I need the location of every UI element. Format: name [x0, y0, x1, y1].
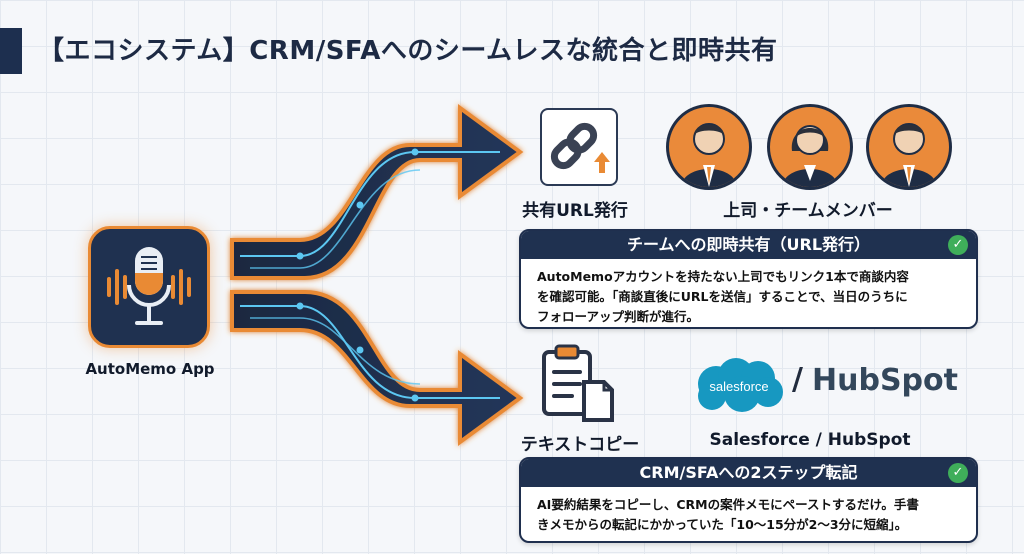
- person-icon: [782, 125, 838, 187]
- clipboard-copy-icon: [538, 342, 618, 424]
- team-label: 上司・チームメンバー: [723, 201, 893, 221]
- app-label: AutoMemo App: [85, 360, 215, 378]
- person-icon: [681, 123, 737, 187]
- card-title: CRM/SFAへの2ステップ転記 ✓: [521, 459, 976, 487]
- person-icon: [881, 123, 937, 187]
- manager-avatar: [666, 104, 752, 190]
- salesforce-logo: salesforce: [690, 354, 788, 416]
- automemo-app-icon: [88, 226, 210, 348]
- logo-separator: /: [792, 362, 803, 397]
- lower-flow-arrow: [230, 290, 524, 446]
- crm-label: Salesforce / HubSpot: [709, 430, 911, 450]
- share-url-label: 共有URL発行: [522, 201, 628, 221]
- team-member-avatar: [767, 104, 853, 190]
- upper-flow-arrow: [230, 104, 524, 280]
- title-accent-bar: [0, 28, 22, 74]
- card-title: チームへの即時共有（URL発行） ✓: [521, 231, 976, 259]
- team-member-avatar-2: [866, 104, 952, 190]
- share-info-card: チームへの即時共有（URL発行） ✓ AutoMemoアカウントを持たない上司で…: [519, 229, 978, 329]
- card-body: AI要約結果をコピーし、CRMの案件メモにペーストするだけ。手書 きメモからの転…: [537, 497, 919, 532]
- check-icon: ✓: [948, 463, 968, 483]
- crm-info-card: CRM/SFAへの2ステップ転記 ✓ AI要約結果をコピーし、CRMの案件メモに…: [519, 457, 978, 543]
- link-upload-icon: [550, 122, 610, 173]
- hubspot-logo: HubSpot: [812, 363, 958, 398]
- microphone-waveform-icon: [107, 247, 191, 325]
- page-title: 【エコシステム】CRM/SFAへのシームレスな統合と即時共有: [38, 36, 778, 66]
- share-link-tile: [540, 108, 618, 186]
- svg-text:salesforce: salesforce: [709, 379, 768, 394]
- check-icon: ✓: [948, 235, 968, 255]
- card-body: AutoMemoアカウントを持たない上司でもリンク1本で商談内容 を確認可能。「…: [537, 269, 909, 324]
- text-copy-label: テキストコピー: [520, 435, 640, 455]
